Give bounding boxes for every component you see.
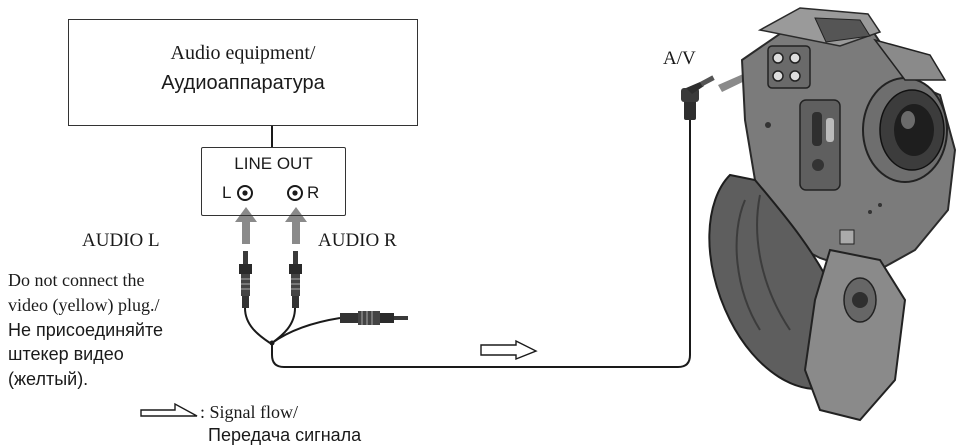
- line-out-jack-right: [287, 185, 303, 201]
- audio-r-arrow-icon: [285, 207, 307, 244]
- legend-arrow-icon: [140, 402, 198, 417]
- cable-l: [244, 307, 271, 344]
- audio-r-plug-icon: [289, 251, 302, 308]
- signal-flow-arrow-icon: [480, 339, 538, 361]
- line-out-left-label: L: [222, 183, 232, 202]
- warning-line-1: Do not connect the: [8, 270, 145, 290]
- cable-r: [271, 307, 296, 344]
- equipment-label-ru: Аудиоаппаратура: [161, 72, 325, 94]
- warning-line-3: Не присоединяйте: [8, 320, 164, 340]
- line-out-jack-left: [237, 185, 253, 201]
- equipment-label-en: Audio equipment/: [170, 42, 316, 64]
- main-cable: [271, 118, 691, 368]
- audio-l-arrow-icon: [235, 207, 257, 244]
- camcorder-jack-panel: [767, 45, 811, 89]
- warning-line-4: штекер видео: [8, 344, 124, 364]
- legend-label-ru: Передача сигнала: [208, 425, 362, 445]
- audio-l-label: AUDIO L: [82, 230, 160, 251]
- legend-label-en: : Signal flow/: [200, 402, 298, 422]
- av-plug-icon: [681, 75, 715, 120]
- line-out-right-label: R: [307, 183, 320, 202]
- warning-line-5: (желтый).: [8, 369, 89, 389]
- warning-line-2: video (yellow) plug./: [8, 295, 160, 315]
- line-out-title: LINE OUT: [234, 154, 313, 173]
- cable-video: [271, 317, 341, 344]
- audio-equipment-box: [68, 19, 418, 126]
- camcorder-illustration: [708, 7, 957, 422]
- line-out-panel: [201, 147, 346, 216]
- video-plug-icon: [340, 311, 408, 325]
- audio-l-plug-icon: [239, 251, 252, 308]
- audio-r-label: AUDIO R: [318, 230, 397, 251]
- av-jack-label: A/V: [663, 48, 696, 69]
